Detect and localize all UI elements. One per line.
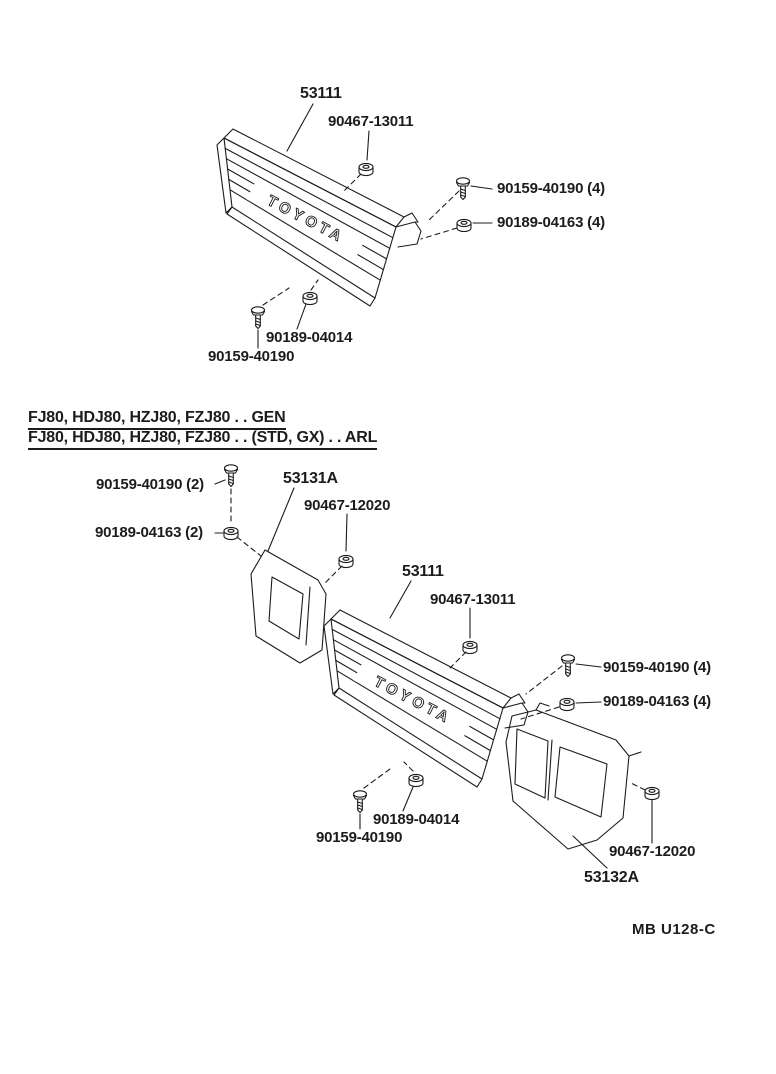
clip-90467-12020-right-icon — [644, 786, 660, 801]
grommet-90189-04014-icon — [408, 773, 424, 788]
part-number-grommet-left: 90189-04163 (2) — [95, 524, 203, 541]
part-number-corner-left: 53131A — [283, 470, 338, 487]
clip-90467-13011-icon — [462, 640, 478, 655]
bottom-diagram-leader-lines — [214, 479, 653, 869]
grommet-90189-04163-left-icon — [223, 526, 239, 541]
part-number-screw-bottom-top: 90159-40190 — [208, 348, 295, 365]
grille-53111-bottom — [323, 609, 529, 788]
variant-note-arl: FJ80, HDJ80, HZJ80, FZJ80 . . (STD, GX) … — [28, 429, 377, 450]
part-number-grommet-side-bottom: 90189-04163 (4) — [603, 693, 711, 710]
part-number-screw-bottom: 90159-40190 — [316, 829, 403, 846]
clip-90467-12020-left-icon — [338, 554, 354, 569]
screw-90159-40190-left-icon — [223, 464, 239, 488]
part-number-clip-left: 90467-12020 — [304, 497, 391, 514]
part-number-corner-right: 53132A — [584, 869, 639, 886]
part-number-clip-top: 90467-13011 — [328, 113, 414, 130]
part-number-clip-center: 90467-13011 — [430, 591, 516, 608]
grommet-90189-04014-icon — [302, 291, 318, 306]
corner-piece-53132A — [505, 702, 642, 850]
part-number-grommet-bottom: 90189-04014 — [373, 811, 460, 828]
grille-53111-top — [216, 128, 422, 307]
screw-90159-40190-side-icon — [560, 654, 576, 678]
screw-90159-40190-icon — [455, 177, 471, 201]
top-diagram-dashed-lines — [262, 173, 460, 306]
bottom-diagram-fasteners — [223, 464, 660, 814]
part-number-screw-left: 90159-40190 (2) — [96, 476, 204, 493]
variant-note-gen: FJ80, HDJ80, HZJ80, FZJ80 . . GEN — [28, 409, 286, 430]
grommet-90189-04163-icon — [456, 218, 472, 233]
screw-90159-40190-bottom-icon — [250, 306, 266, 330]
bottom-diagram-dashed-lines — [230, 488, 646, 791]
part-number-screw-side-top: 90159-40190 (4) — [497, 180, 605, 197]
page-code: MB U128-C — [632, 921, 716, 938]
corner-piece-53131A — [250, 549, 327, 664]
part-number-screw-side-bottom: 90159-40190 (4) — [603, 659, 711, 676]
top-diagram-leader-lines — [257, 103, 493, 349]
part-number-grille-top: 53111 — [300, 85, 342, 102]
part-number-clip-right: 90467-12020 — [609, 843, 696, 860]
part-number-grommet-bottom-top: 90189-04014 — [266, 329, 353, 346]
grommet-90189-04163-side-icon — [559, 697, 575, 712]
screw-90159-40190-bottom-icon — [352, 790, 368, 814]
part-number-grommet-side-top: 90189-04163 (4) — [497, 214, 605, 231]
part-number-grille-bottom: 53111 — [402, 563, 444, 580]
